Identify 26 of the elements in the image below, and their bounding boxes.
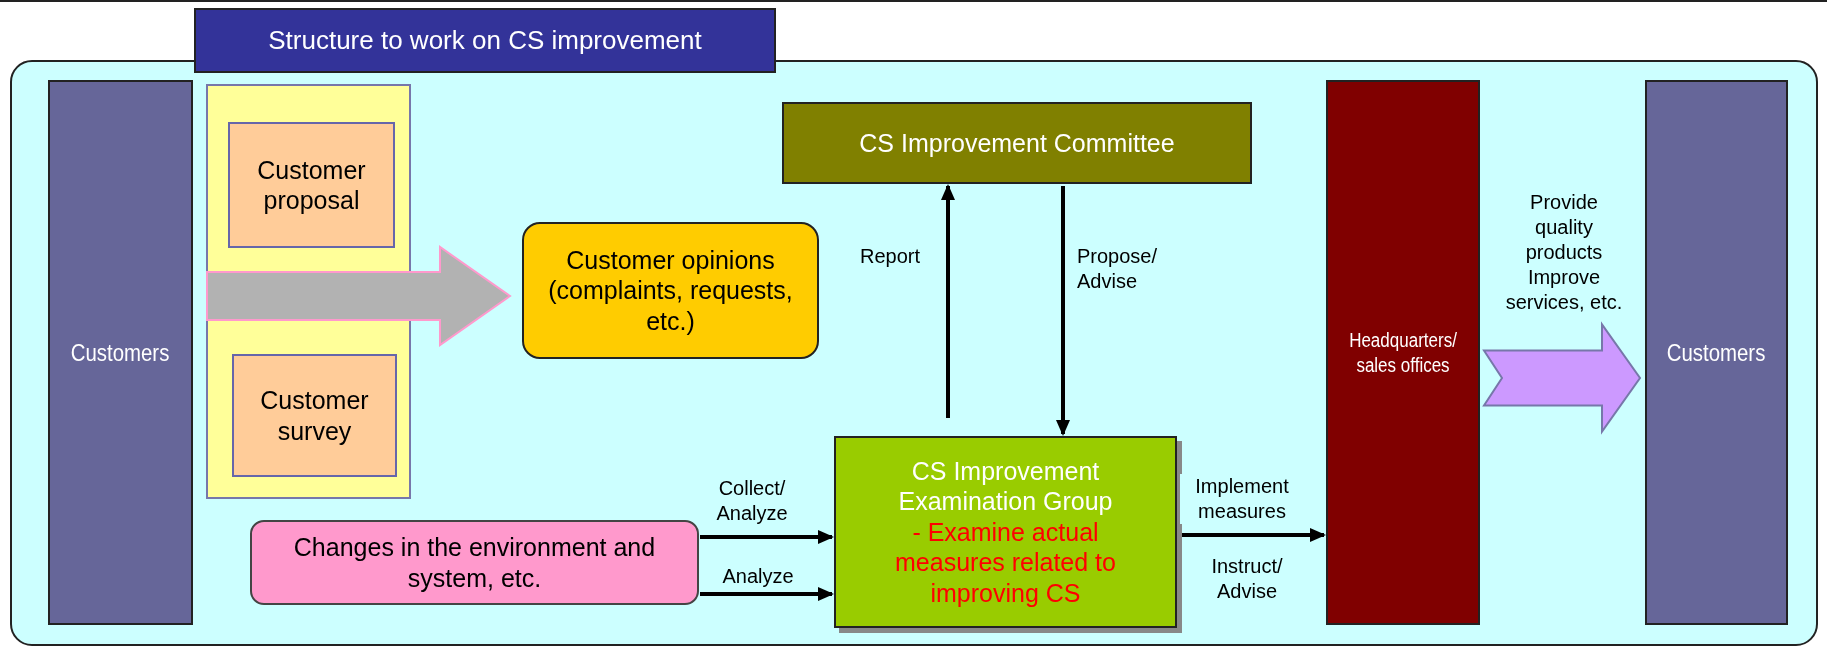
rounded-box xyxy=(250,520,699,605)
rounded-box xyxy=(522,222,819,359)
arrow xyxy=(700,587,834,601)
customer-column xyxy=(48,80,193,625)
committee-box xyxy=(782,102,1252,184)
process-box xyxy=(232,354,397,477)
box-label: Customer opinions (complaints, requests, etc.) xyxy=(547,244,794,337)
box-label: Customers xyxy=(1667,337,1766,368)
title-banner: Structure to work on CS improvement xyxy=(194,8,776,73)
box-label: Customers xyxy=(71,337,170,368)
box-label: Customer proposal xyxy=(256,154,367,216)
block-arrow xyxy=(1482,321,1642,435)
box-label: CS Improvement Committee xyxy=(859,127,1175,159)
arrow xyxy=(1056,186,1070,436)
box-description: - Examine actual measures related to improving CS xyxy=(894,516,1117,609)
box-label: CS Improvement Examination Group xyxy=(897,455,1114,517)
box-label: Changes in the environment and system, etc. xyxy=(292,532,657,593)
box-label: Customer survey xyxy=(259,385,370,446)
block-arrow xyxy=(206,245,512,347)
arrow xyxy=(1179,528,1326,542)
arrow xyxy=(700,530,834,544)
arrow xyxy=(941,184,955,418)
office-column xyxy=(1326,80,1480,625)
customer-column xyxy=(1645,80,1788,625)
box-label: Headquarters/ sales offices xyxy=(1348,328,1458,377)
process-box xyxy=(228,122,395,248)
